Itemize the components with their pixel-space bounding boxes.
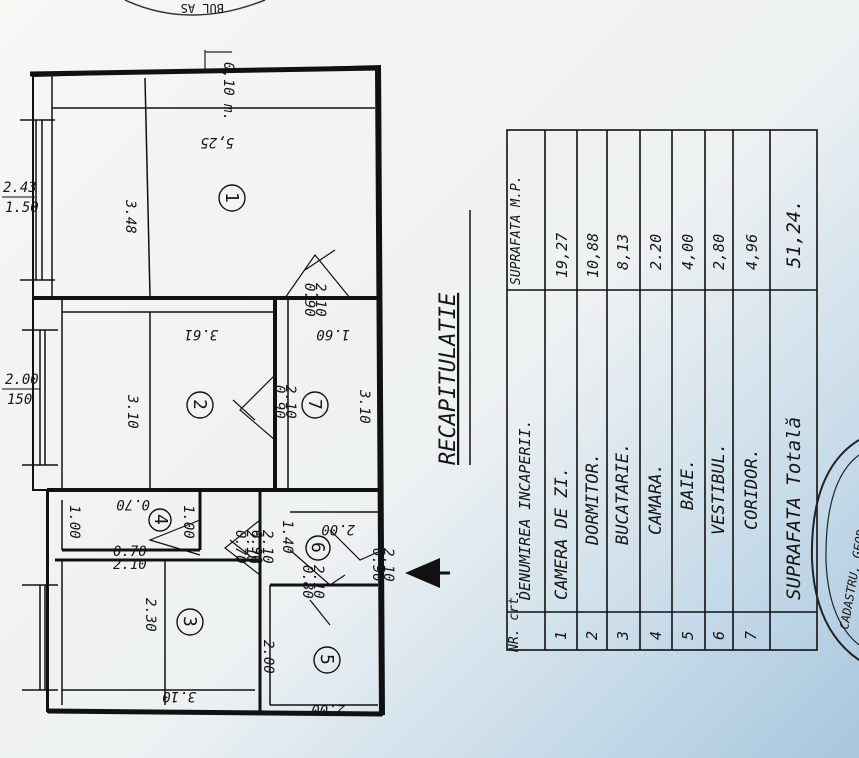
door-label-9: 0.80 bbox=[299, 565, 315, 599]
room-3-dim-a: 2.30 bbox=[142, 598, 158, 632]
room-5-circle bbox=[313, 646, 341, 674]
door-label-2: 2.10 bbox=[312, 283, 328, 317]
room-3-circle bbox=[176, 608, 204, 636]
room-4-top-dim: 0.70 bbox=[116, 496, 150, 512]
row-name: VESTIBUL. bbox=[709, 443, 729, 535]
row-area: 2.20 bbox=[647, 234, 665, 270]
stamp-top-text: BUL AS bbox=[181, 1, 224, 15]
windows bbox=[20, 119, 58, 691]
room-4-dim-a: 1.00 bbox=[66, 505, 82, 539]
room-7-number: 7 bbox=[304, 399, 325, 410]
door-label-12: 2.10 bbox=[380, 548, 396, 582]
room-1-dim-b: 3.48 bbox=[122, 199, 138, 234]
window-2-height: 150 bbox=[7, 392, 32, 408]
row-nr: 7 bbox=[742, 631, 760, 640]
recap-row-6: 6 VESTIBUL. 2,80 bbox=[709, 234, 729, 640]
recap-row-1: 1 CAMERA DE ZI. 19,27 bbox=[552, 233, 572, 640]
room-5-dim-b: 2.00 bbox=[311, 701, 345, 717]
door-label-1: 0.90 bbox=[301, 283, 317, 317]
total-label: SUPRAFATA Totală bbox=[783, 417, 805, 600]
room-5-dim-a: 2.00 bbox=[260, 640, 276, 674]
door-label-10: 2.10 bbox=[310, 565, 326, 599]
header-nr: NR. crt. bbox=[507, 589, 522, 653]
recap-row-5: 5 BAIE. 4,00 bbox=[678, 234, 698, 640]
row-area: 2,80 bbox=[710, 234, 728, 270]
stamp-top bbox=[124, 0, 266, 16]
room-6-circle bbox=[305, 535, 331, 561]
row-name: BAIE. bbox=[678, 459, 698, 510]
door-label-7: 0.70 bbox=[232, 530, 248, 564]
row-area: 10,88 bbox=[584, 233, 602, 278]
stamp-bottom bbox=[810, 439, 859, 661]
outer-walls bbox=[29, 64, 385, 717]
recap-row-7: 7 CORIDOR. 4,96 bbox=[742, 234, 762, 640]
row-area: 19,27 bbox=[553, 233, 571, 278]
room-2-dim-b: 3.10 bbox=[124, 394, 140, 429]
room-2-number: 2 bbox=[189, 399, 210, 410]
room-3-dim-b: 3.10 bbox=[162, 688, 197, 704]
room-1-circle bbox=[218, 184, 246, 212]
total-value: 51,24. bbox=[783, 199, 805, 268]
door-swings bbox=[148, 249, 379, 626]
room-1-number: 1 bbox=[221, 192, 242, 203]
door-label-6: 2.10 bbox=[259, 530, 275, 564]
room-1-dim-a: 5,25 bbox=[200, 134, 234, 150]
row-name: BUCATARIE. bbox=[613, 443, 633, 545]
recap-row-3: 3 BUCATARIE. 8,13 bbox=[613, 234, 633, 641]
door-label-4: 2.10 bbox=[282, 385, 298, 419]
recap-grid bbox=[506, 129, 818, 651]
door-label-13: 0.70 bbox=[113, 544, 147, 560]
header-area: SUPRAFATA M.P. bbox=[509, 175, 524, 285]
window-1-width: 2.43 bbox=[3, 180, 37, 196]
row-nr: 1 bbox=[552, 631, 570, 640]
window-1-height: 1.50 bbox=[5, 200, 39, 216]
entrance-arrow bbox=[405, 558, 440, 588]
room-7-dim-b: 3.10 bbox=[356, 389, 372, 424]
recap-title: RECAPITULATIE bbox=[436, 292, 461, 465]
recap-row-2: 2 DORMITOR. 10,88 bbox=[583, 233, 603, 640]
room-4-number: 4 bbox=[150, 514, 171, 525]
room-2-dim-a: 3.61 bbox=[184, 326, 219, 342]
row-area: 8,13 bbox=[614, 234, 632, 270]
room-numbers bbox=[148, 184, 341, 674]
stamp-bottom-text: CADASTRU, GEOD bbox=[837, 528, 859, 630]
recap-row-4: 4 CAMARA. 2.20 bbox=[646, 234, 666, 640]
room-2-circle bbox=[186, 391, 214, 419]
room-5-number: 5 bbox=[316, 654, 337, 665]
row-name: CAMERA DE ZI. bbox=[552, 467, 572, 600]
door-label-3: 0.90 bbox=[271, 385, 287, 419]
room-4-dim-b: 1.00 bbox=[180, 505, 196, 539]
window-2-width: 2.00 bbox=[5, 372, 39, 388]
row-name: CORIDOR. bbox=[742, 448, 762, 530]
row-area: 4,96 bbox=[743, 234, 761, 270]
room-6-dim-a: 1.40 bbox=[279, 520, 295, 554]
row-nr: 2 bbox=[583, 631, 601, 640]
row-nr: 4 bbox=[647, 631, 665, 640]
header-name: DENUMIREA INCAPERII. bbox=[516, 419, 534, 601]
row-nr: 3 bbox=[614, 631, 632, 641]
door-label-11: 0.90 bbox=[369, 548, 385, 582]
row-name: DORMITOR. bbox=[583, 453, 603, 546]
door-label-8: 2.10 bbox=[243, 530, 259, 564]
room-6-number: 6 bbox=[307, 542, 328, 553]
row-name: CAMARA. bbox=[646, 463, 666, 535]
room-7-circle bbox=[301, 391, 329, 419]
room-6-dim-b: 2.00 bbox=[321, 521, 355, 537]
room-4-circle bbox=[148, 508, 172, 532]
row-nr: 5 bbox=[679, 631, 697, 640]
row-area: 4,00 bbox=[679, 234, 697, 270]
elevation-mark: 0,10 m. bbox=[220, 62, 236, 121]
door-label-14: 2.10 bbox=[113, 557, 147, 573]
room-7-dim-a: 1.60 bbox=[316, 326, 350, 342]
room-3-number: 3 bbox=[179, 616, 200, 627]
row-nr: 6 bbox=[710, 631, 728, 640]
door-label-5: 0.90 bbox=[248, 530, 264, 564]
